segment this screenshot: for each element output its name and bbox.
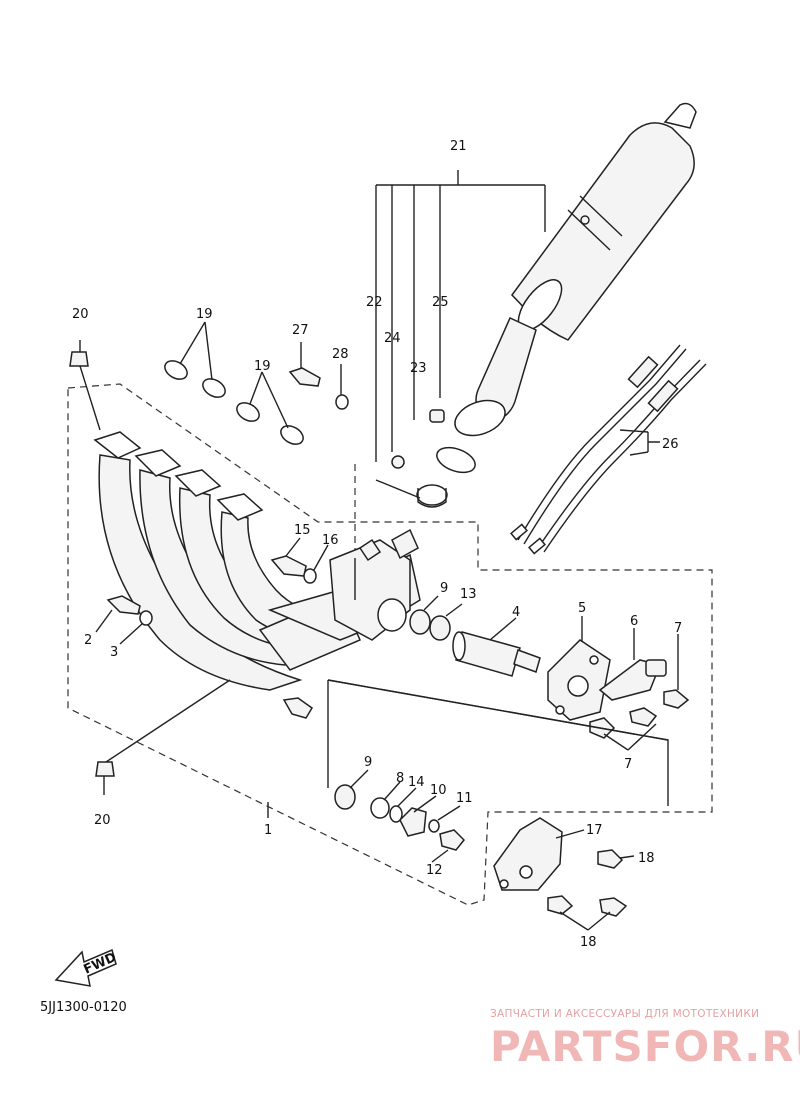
throttle-cables[interactable]	[510, 344, 707, 555]
watermark-brand: PARTSFOR.RU	[490, 1022, 800, 1071]
gasket-19-b[interactable]	[200, 375, 229, 401]
gasket-19-d[interactable]	[278, 422, 307, 448]
collar-13[interactable]	[429, 615, 451, 641]
callout-26-leader	[619, 429, 660, 456]
cover-17[interactable]	[493, 817, 563, 891]
bolt-20-top[interactable]	[69, 351, 89, 367]
callout-12: 12	[426, 863, 443, 878]
callout-21-bracket	[375, 170, 546, 462]
callout-1: 1	[264, 823, 272, 838]
watermark-tagline: ЗАПЧАСТИ И АКСЕССУАРЫ ДЛЯ МОТОТЕХНИКИ	[490, 1008, 760, 1020]
callout-26: 26	[662, 437, 679, 452]
callout-22: 22	[366, 295, 383, 310]
callout-18a: 18	[638, 851, 655, 866]
callout-2-3-leaders	[95, 609, 143, 645]
washer-11[interactable]	[428, 819, 440, 833]
callout-21: 21	[450, 139, 467, 154]
bolt-27[interactable]	[288, 367, 321, 387]
callout-3: 3	[110, 645, 118, 660]
collector-joint[interactable]	[329, 528, 419, 641]
bolt-18-b[interactable]	[547, 895, 574, 915]
callout-9-13-leaders	[423, 595, 463, 617]
washer-14[interactable]	[389, 805, 403, 823]
muffler-nut	[429, 409, 445, 423]
callout-4-leader	[489, 617, 517, 641]
callout-5: 5	[578, 601, 586, 616]
cable-bracket-6[interactable]	[598, 659, 667, 701]
callout-7b: 7	[624, 757, 632, 772]
diagram-code: 5JJ1300-0120	[40, 1000, 127, 1015]
washer-3[interactable]	[139, 610, 153, 626]
callout-19a: 19	[196, 307, 213, 322]
washer-28[interactable]	[335, 394, 349, 410]
callout-20a: 20	[72, 307, 89, 322]
callout-2: 2	[84, 633, 92, 648]
callout-28: 28	[332, 347, 349, 362]
muffler-gasket-body	[417, 488, 447, 508]
callout-27: 27	[292, 323, 309, 338]
muffler-clamp	[436, 446, 476, 474]
connecting-pipe-4[interactable]	[452, 631, 541, 677]
fwd-arrow-icon: FWD	[54, 948, 119, 987]
callout-20-leaders	[79, 340, 231, 795]
callout-16: 16	[322, 533, 339, 548]
bracket-plate-5[interactable]	[547, 639, 611, 721]
gasket-19-a[interactable]	[162, 357, 191, 383]
callout-14: 14	[408, 775, 425, 790]
callout-7-leaders	[603, 634, 679, 751]
muffler-gasket	[416, 484, 448, 506]
bolt-18-a[interactable]	[597, 849, 624, 869]
callout-19-leaders	[179, 321, 289, 429]
assembly-boundary-1	[67, 383, 713, 906]
callout-22-leader	[375, 479, 421, 499]
callout-lower-leaders	[349, 769, 461, 863]
callout-18-leaders	[559, 855, 635, 931]
callout-10: 10	[430, 783, 447, 798]
callout-17: 17	[586, 823, 603, 838]
bolt-7-b[interactable]	[629, 707, 658, 727]
callout-20b: 20	[94, 813, 111, 828]
detail-box-lower-top	[327, 679, 669, 741]
callout-4: 4	[512, 605, 520, 620]
callout-7a: 7	[674, 621, 682, 636]
callout-11: 11	[456, 791, 473, 806]
callout-8: 8	[396, 771, 404, 786]
callout-9a: 9	[440, 581, 448, 596]
gasket-19-c[interactable]	[234, 399, 263, 425]
washer-16[interactable]	[303, 568, 317, 584]
fwd-label: FWD	[82, 950, 119, 978]
callout-27-28-leaders	[300, 342, 342, 395]
callout-18b: 18	[580, 935, 597, 950]
callout-23: 23	[410, 361, 427, 376]
bushing-9-lower[interactable]	[334, 784, 356, 810]
callout-25: 25	[432, 295, 449, 310]
callout-19b: 19	[254, 359, 271, 374]
bolt-18-c[interactable]	[599, 897, 628, 917]
callout-15-16-leaders	[285, 537, 329, 571]
callout-15: 15	[294, 523, 311, 538]
callout-9b: 9	[364, 755, 372, 770]
bolt-2[interactable]	[106, 595, 141, 615]
muffler-bolt	[391, 455, 405, 469]
bolt-20-bottom[interactable]	[95, 761, 115, 777]
bolt-lower-header[interactable]	[282, 697, 313, 719]
clip-10[interactable]	[399, 807, 427, 837]
callout-13: 13	[460, 587, 477, 602]
bushing-9-upper[interactable]	[409, 609, 431, 635]
washer-8[interactable]	[370, 797, 390, 819]
bolt-12[interactable]	[439, 829, 466, 851]
callout-24: 24	[384, 331, 401, 346]
muffler[interactable]	[450, 102, 697, 442]
callout-6: 6	[630, 614, 638, 629]
bolt-15[interactable]	[270, 555, 307, 577]
callout-17-leader	[555, 829, 585, 839]
bolt-7-a[interactable]	[663, 689, 690, 709]
